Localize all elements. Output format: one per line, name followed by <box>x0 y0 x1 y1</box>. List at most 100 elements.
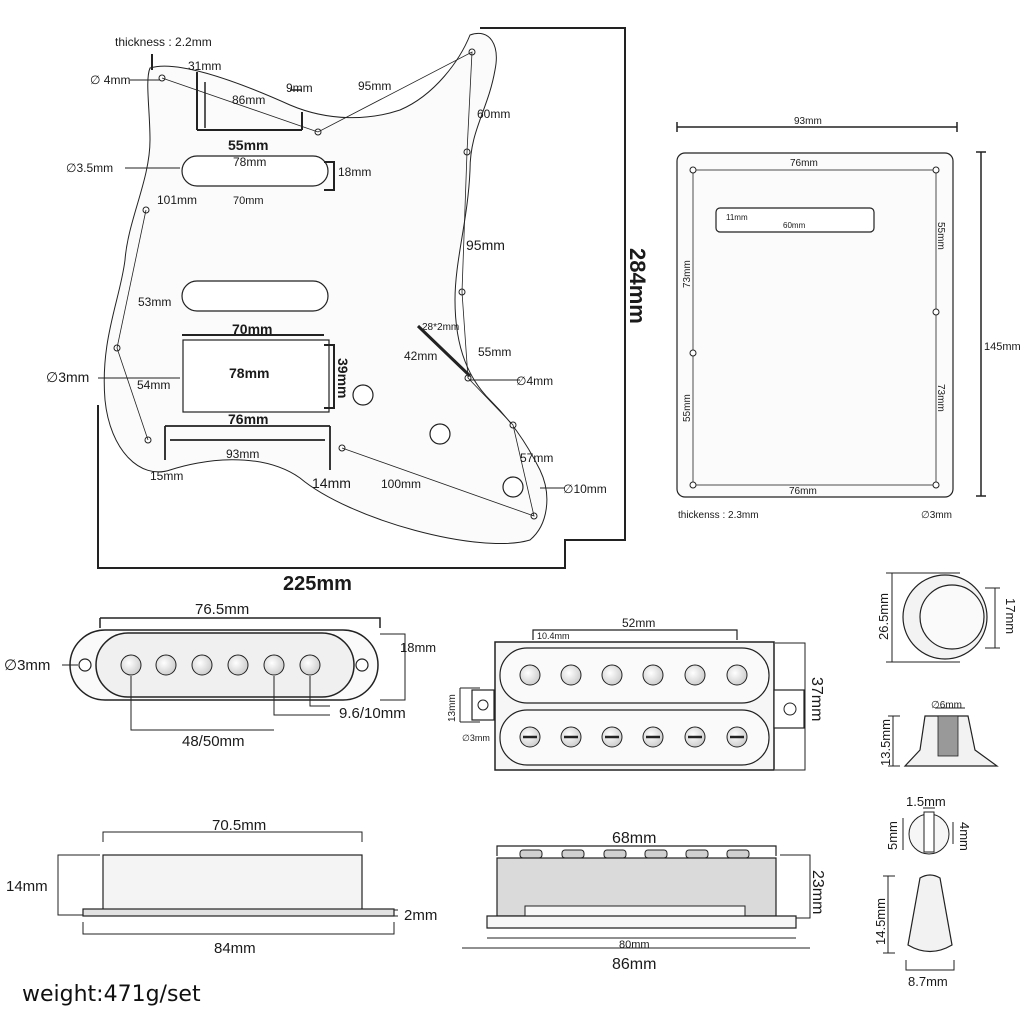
cutout-humbucker <box>182 339 330 413</box>
knob-13-5-label: 13.5mm <box>878 719 893 766</box>
pickguard-labels: thickness : 2.2mm ∅ 4mm 31mm 86mm 9mm 95… <box>46 35 650 595</box>
single-coil-top-drawing <box>62 617 406 731</box>
tip-14-5-label: 14.5mm <box>873 898 888 945</box>
hb-coil-1 <box>499 647 770 704</box>
pg-101-label: 101mm <box>157 193 197 207</box>
tip-14-5-dim <box>883 875 895 954</box>
sc-mount-hole-left <box>78 658 92 672</box>
dim-18-bracket <box>324 161 335 191</box>
pickguard-dimension-frame <box>97 27 626 569</box>
knob-26-5-label: 26.5mm <box>876 593 891 640</box>
pg-hole-4mm-right-label: ∅4mm <box>516 374 553 388</box>
pg-60-label: 60mm <box>477 107 510 121</box>
dim-31-9-lines <box>204 82 302 128</box>
pg-hole-10mm-label: ∅10mm <box>563 482 607 496</box>
hb-hole-left <box>477 699 489 711</box>
hb-coil-2 <box>499 709 770 766</box>
backplate-screw-holes <box>689 166 940 489</box>
bp-55-left-label: 55mm <box>682 394 693 422</box>
pg-70-mid-label: 70mm <box>232 321 272 337</box>
switch-labels: 1.5mm 5mm 4mm <box>885 794 972 851</box>
knob-top-drawing <box>886 572 1000 663</box>
weight-label: weight:471g/set <box>22 982 201 1007</box>
pg-57-label: 57mm <box>520 451 553 465</box>
sc-pole-dims <box>130 676 330 731</box>
sc-48-50-label: 48/50mm <box>182 733 245 750</box>
backplate-drawing <box>676 122 986 498</box>
knob-6-label: ∅6mm <box>931 700 962 711</box>
sc-mount-hole-right <box>355 658 369 672</box>
single-coil-cover <box>95 632 355 698</box>
bp-145-dim <box>976 151 986 497</box>
pg-hole-4mm-label: ∅ 4mm <box>90 73 130 87</box>
knob-inner <box>919 584 985 650</box>
hb-10-4-label: 10.4mm <box>537 631 570 641</box>
humbucker-top-drawing <box>459 629 806 771</box>
backplate-labels: 93mm 76mm 11mm 60mm 55mm 73mm 145mm 73mm… <box>678 116 1021 521</box>
switch-tip-drawing <box>883 874 955 971</box>
cutout-middle-pickup <box>181 280 329 312</box>
scs-base-plate <box>82 908 395 917</box>
hbs-base-plate <box>486 915 797 929</box>
switch-drawing <box>902 807 954 855</box>
hbs-68-label: 68mm <box>612 830 656 847</box>
hb-hole-3mm-label: ∅3mm <box>462 733 490 743</box>
sc-18-label: 18mm <box>400 640 436 655</box>
bp-11-label: 11mm <box>726 213 748 222</box>
scs-84-label: 84mm <box>214 940 256 957</box>
switch-dims <box>902 807 954 850</box>
pg-55-right-label: 55mm <box>478 345 511 359</box>
jack-hole <box>502 476 524 498</box>
pg-76-label: 76mm <box>228 411 268 427</box>
pg-14-label: 14mm <box>312 475 351 491</box>
bp-145-label: 145mm <box>984 341 1021 353</box>
knob-17-label: 17mm <box>1003 598 1018 634</box>
pot-hole-2 <box>429 423 451 445</box>
hbs-80-label: 80mm <box>619 939 650 951</box>
dim-76-93-bracket <box>164 425 331 470</box>
hb-37-dim <box>775 642 806 771</box>
bp-thickness-label: thickenss : 2.3mm <box>678 510 759 521</box>
pg-54-label: 54mm <box>137 378 170 392</box>
hbs-23-label: 23mm <box>809 870 826 914</box>
sc-9-6-label: 9.6/10mm <box>339 705 406 722</box>
sc-hole-3mm-label: ∅3mm <box>4 657 50 674</box>
hbs-86-label: 86mm <box>612 956 656 973</box>
pickguard-leaders <box>98 79 565 489</box>
bp-hole-3mm-label: ∅3mm <box>921 510 952 521</box>
scs-70-5-label: 70.5mm <box>212 817 266 834</box>
dim-86-bracket <box>196 72 303 131</box>
pg-78-top-label: 78mm <box>233 155 266 169</box>
pickguard-drawing <box>97 27 626 569</box>
single-coil-side-drawing <box>57 831 398 935</box>
backplate-outline <box>676 152 954 498</box>
sc-76-5-dim <box>99 617 381 628</box>
switch-5-label: 5mm <box>885 821 900 850</box>
hb-13-dim <box>459 687 480 723</box>
pg-9-label: 9mm <box>286 81 313 95</box>
humbucker-top-labels: 52mm 10.4mm 37mm 13mm ∅3mm <box>447 616 825 743</box>
pg-225-label: 225mm <box>283 573 352 595</box>
bp-73-left-label: 73mm <box>682 260 693 288</box>
pg-93-label: 93mm <box>226 447 259 461</box>
bp-60-label: 60mm <box>783 221 806 230</box>
pg-86-label: 86mm <box>232 93 265 107</box>
knob-17-dim <box>985 587 1000 649</box>
pg-70-top-label: 70mm <box>233 195 264 207</box>
single-coil-side-labels: 70.5mm 14mm 2mm 84mm <box>6 817 437 957</box>
backplate-screw-frame <box>692 169 937 486</box>
hbs-pole-tops <box>519 849 750 859</box>
pg-18-label: 18mm <box>338 165 371 179</box>
knob-top-labels: 26.5mm 17mm <box>876 593 1018 640</box>
pg-78-mid-label: 78mm <box>229 365 269 381</box>
scs-2-label: 2mm <box>404 907 437 924</box>
pickguard-screw-lines <box>116 51 535 517</box>
bp-55-right-label: 55mm <box>935 222 946 250</box>
hbs-23-dim <box>780 854 811 919</box>
bp-73-right-label: 73mm <box>935 384 946 412</box>
scs-14-dim <box>57 854 100 916</box>
pg-39-label: 39mm <box>335 358 351 398</box>
hb-37-label: 37mm <box>808 677 825 721</box>
tip-8-7-dim <box>905 960 955 971</box>
